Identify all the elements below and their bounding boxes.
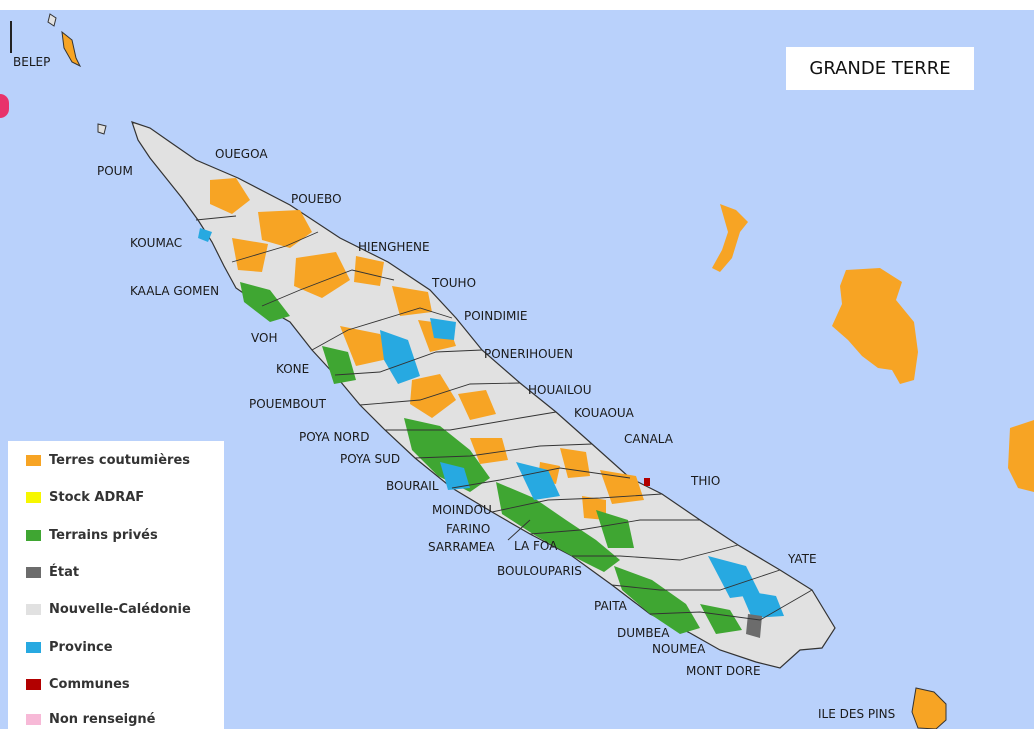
legend-label-unknown: Non renseigné: [49, 711, 156, 727]
label-ponerihouen: PONERIHOUEN: [484, 347, 573, 361]
label-pouembout: POUEMBOUT: [249, 397, 327, 411]
label-poya-sud: POYA SUD: [340, 452, 400, 466]
legend-label-territory: Nouvelle-Calédonie: [49, 601, 191, 617]
label-koumac: KOUMAC: [130, 236, 182, 250]
legend-item-private: Terrains privés: [26, 525, 158, 545]
label-poindimie: POINDIMIE: [464, 309, 527, 323]
label-kaala-gomen: KAALA GOMEN: [130, 284, 219, 298]
label-ouegoa: OUEGOA: [215, 147, 268, 161]
state-lands: [746, 614, 762, 638]
label-noumea: NOUMEA: [652, 642, 706, 656]
legend-item-customary: Terres coutumières: [26, 450, 190, 470]
legend-swatch-state: [26, 566, 41, 578]
legend-item-state: État: [26, 562, 79, 582]
label-thio: THIO: [690, 474, 720, 488]
label-voh: VOH: [251, 331, 277, 345]
legend-swatch-province: [26, 641, 41, 653]
edge-marker: [0, 94, 9, 118]
label-dumbea: DUMBEA: [617, 626, 670, 640]
label-belep: BELEP: [13, 55, 50, 69]
label-mont-dore: MONT DORE: [686, 664, 761, 678]
legend: Terres coutumières Stock ADRAF Terrains …: [8, 441, 224, 729]
belep-island: [61, 30, 82, 68]
frame-mark: [10, 21, 12, 53]
legend-swatch-unknown: [26, 713, 41, 725]
label-ile-des-pins: ILE DES PINS: [818, 707, 895, 721]
place-labels: BELEP POUM OUEGOA POUEBO KOUMAC HIENGHEN…: [13, 55, 895, 721]
legend-label-customary: Terres coutumières: [49, 452, 191, 468]
legend-item-province: Province: [26, 637, 113, 657]
map-title: GRANDE TERRE: [786, 47, 974, 90]
north-islet: [97, 123, 107, 135]
label-moindou: MOINDOU: [432, 503, 492, 517]
label-houailou: HOUAILOU: [528, 383, 592, 397]
belep-islet: [47, 13, 57, 27]
province-layer: [198, 228, 784, 618]
legend-swatch-private: [26, 529, 41, 541]
label-bouloupari: BOULOUPARIS: [497, 564, 582, 578]
legend-swatch-adraf: [26, 491, 41, 503]
legend-item-communes: Communes: [26, 674, 130, 694]
east-island-large: [832, 268, 918, 384]
legend-item-territory: Nouvelle-Calédonie: [26, 599, 191, 619]
legend-swatch-territory: [26, 603, 41, 615]
legend-label-communes: Communes: [49, 676, 130, 692]
label-pouebo: POUEBO: [291, 192, 342, 206]
legend-label-private: Terrains privés: [49, 527, 158, 543]
label-la-foa: LA FOA: [514, 539, 558, 553]
label-poum: POUM: [97, 164, 133, 178]
legend-swatch-customary: [26, 454, 41, 466]
sarramea-leader: [507, 519, 531, 541]
commune-lands: [644, 478, 650, 486]
label-bourail: BOURAIL: [386, 479, 439, 493]
legend-item-adraf: Stock ADRAF: [26, 487, 144, 507]
legend-label-province: Province: [49, 639, 113, 655]
label-touho: TOUHO: [431, 276, 476, 290]
label-canala: CANALA: [624, 432, 674, 446]
label-hienghene: HIENGHENE: [358, 240, 430, 254]
legend-label-adraf: Stock ADRAF: [49, 489, 145, 505]
legend-label-state: État: [49, 564, 80, 580]
label-paita: PAITA: [594, 599, 628, 613]
ile-des-pins-island: [911, 687, 947, 729]
legend-swatch-communes: [26, 678, 41, 690]
east-island-small: [712, 204, 748, 272]
east-island-edge: [1008, 420, 1034, 492]
label-sarramea: SARRAMEA: [428, 540, 495, 554]
label-yate: YATE: [787, 552, 817, 566]
label-kouaoua: KOUAOUA: [574, 406, 635, 420]
commune-borders: [195, 215, 813, 621]
map-title-text: GRANDE TERRE: [809, 58, 951, 79]
legend-item-unknown: Non renseigné: [26, 709, 155, 729]
label-farino: FARINO: [446, 522, 490, 536]
label-kone: KONE: [276, 362, 309, 376]
label-poya-nord: POYA NORD: [299, 430, 369, 444]
